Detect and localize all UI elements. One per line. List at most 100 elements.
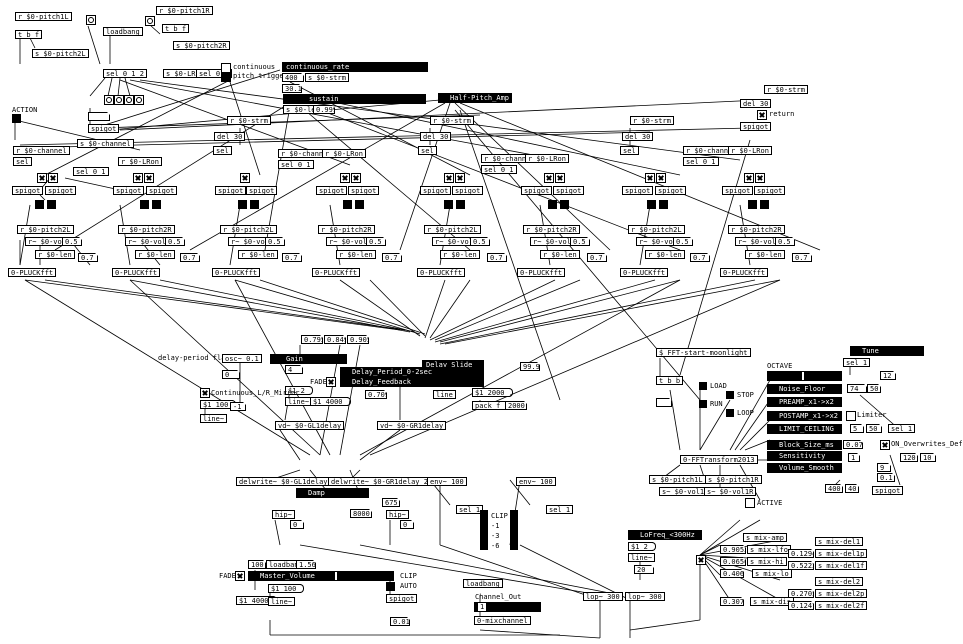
sel-1-object[interactable]: sel 1 <box>888 424 916 433</box>
noise-value[interactable]: 74 <box>847 384 867 393</box>
voice-bang-fill[interactable] <box>355 200 364 209</box>
pluck-object[interactable]: 0-PLUCKfft <box>517 268 566 277</box>
env-object[interactable]: env~ 100 <box>427 477 467 486</box>
value-001[interactable]: 0.01 <box>390 617 410 626</box>
voice-bang-fill[interactable] <box>659 200 668 209</box>
env-object[interactable]: env~ 100 <box>516 477 556 486</box>
s-pitch1l-object[interactable]: s $0-pitch1L <box>649 475 706 484</box>
s-strm-object[interactable]: s $0-strm <box>305 73 349 82</box>
value-07[interactable]: 0.7 <box>180 253 200 262</box>
value-50b[interactable]: 50 <box>866 424 882 433</box>
voice-toggle[interactable] <box>351 173 361 183</box>
r-len-object[interactable]: r $0-len <box>336 250 376 259</box>
value-0905[interactable]: 0.905 <box>347 335 369 344</box>
pluck-object[interactable]: 0-PLUCKfft <box>112 268 161 277</box>
value-0849[interactable]: 0.849 <box>324 335 346 344</box>
value-07[interactable]: 0.7 <box>78 253 98 262</box>
voice-toggle[interactable] <box>444 173 454 183</box>
octave-slider[interactable] <box>767 371 842 381</box>
sel-01-object[interactable]: sel 0 1 <box>683 157 719 166</box>
value-05[interactable]: 0.5 <box>265 237 285 246</box>
r-strm-object-3[interactable]: r $0-strm <box>630 116 674 125</box>
overwrite-toggle[interactable] <box>880 440 890 450</box>
voice-bang-fill[interactable] <box>647 200 656 209</box>
mix-value-1294[interactable]: 0.1294 <box>788 549 814 558</box>
r-pitch2l-object[interactable]: r $0-pitch2L <box>220 225 277 234</box>
s-vol1r-object[interactable]: s~ $0-vol1R <box>704 487 757 496</box>
r-len-object[interactable]: r $0-len <box>645 250 685 259</box>
return-toggle[interactable] <box>757 110 767 120</box>
s-pitch1r-object[interactable]: s $0-pitch1R <box>705 475 762 484</box>
r-pitch2r-object[interactable]: r $0-pitch2R <box>118 225 175 234</box>
action-toggle[interactable] <box>12 114 21 123</box>
voice-toggle[interactable] <box>744 173 754 183</box>
tune-slider[interactable]: Tune <box>850 346 924 356</box>
spigot-object[interactable]: spigot <box>521 186 553 195</box>
sel-bang-3[interactable] <box>124 95 134 105</box>
pluck-object[interactable]: 0-PLUCKfft <box>212 268 261 277</box>
voice-bang-fill[interactable] <box>343 200 352 209</box>
s1-100-message[interactable]: $1 100 <box>200 400 237 409</box>
voice-toggle[interactable] <box>455 173 465 183</box>
pitch1l-bang[interactable] <box>86 15 96 25</box>
spigot-object[interactable]: spigot <box>754 186 786 195</box>
r-strm-object-4[interactable]: r $0-strm <box>764 85 808 94</box>
s-pitch2r-object[interactable]: s $0-pitch2R <box>173 41 230 50</box>
sel-bang-4[interactable] <box>134 95 144 105</box>
spigot-object[interactable]: spigot <box>316 186 348 195</box>
r-strm-object-1[interactable]: r $0-strm <box>227 116 271 125</box>
sel-object[interactable]: sel <box>620 146 639 155</box>
mix-value-0656[interactable]: 0.0656 <box>720 557 746 566</box>
sel-bang-2[interactable] <box>114 95 124 105</box>
volume-smooth-slider[interactable]: Volume_Smooth <box>767 463 842 473</box>
voice-toggle[interactable] <box>555 173 565 183</box>
mixchannel-object[interactable]: 0-mixchannel <box>474 616 531 625</box>
r-pitch1r-object[interactable]: r $0-pitch1R <box>156 6 213 15</box>
continuous-rate-slider[interactable]: continuous_rate <box>282 62 428 72</box>
r-pitch2r-object[interactable]: r $0-pitch2R <box>318 225 375 234</box>
r-channel-object[interactable]: r $0-channel <box>13 146 70 155</box>
postamp-slider[interactable]: POSTAMP_x1->x2 <box>767 411 842 421</box>
hip-value[interactable]: 0 <box>290 520 304 529</box>
spigot-object[interactable]: spigot <box>113 186 145 195</box>
voice-toggle[interactable] <box>133 173 143 183</box>
mix-dis-object[interactable]: s mix-dis <box>750 597 794 606</box>
sel-object[interactable]: sel <box>213 146 232 155</box>
r-strm-object-2[interactable]: r $0-strm <box>430 116 474 125</box>
vd-gr-object[interactable]: vd~ $0-GR1delay <box>377 421 447 430</box>
mix-value-1247[interactable]: 0.1247 <box>788 601 814 610</box>
fade-toggle[interactable] <box>326 377 336 387</box>
voice-toggle[interactable] <box>37 173 47 183</box>
master-volume-slider[interactable]: Master_Volume <box>248 571 394 581</box>
block-value[interactable]: 0.07 <box>843 440 863 449</box>
spigot-object[interactable]: spigot <box>146 186 178 195</box>
sel-object[interactable]: sel <box>13 157 32 166</box>
voice-toggle[interactable] <box>48 173 58 183</box>
voice-toggle[interactable] <box>755 173 765 183</box>
pitch-trigger-toggle[interactable] <box>221 72 231 82</box>
mix-value-9053[interactable]: 0.9053 <box>720 545 746 554</box>
delay-feedback-slider[interactable]: Delay_Feedback <box>340 377 484 387</box>
sel-01-object[interactable]: sel 0 1 <box>73 167 109 176</box>
voice-bang-fill[interactable] <box>35 200 44 209</box>
pluck-object[interactable]: 0-PLUCKfft <box>8 268 57 277</box>
mix-lo-object[interactable]: s mix-lo <box>752 569 792 578</box>
mix-del1p-object[interactable]: s mix-del1p <box>815 549 868 558</box>
mix-value-5222[interactable]: 0.5222 <box>788 561 814 570</box>
value-0795[interactable]: 0.795 <box>301 335 323 344</box>
r-pitch2r-object[interactable]: r $0-pitch2R <box>728 225 785 234</box>
spigot-object-return[interactable]: spigot <box>740 122 772 131</box>
t-b-b-object[interactable]: t b b <box>656 376 684 385</box>
voice-bang-fill[interactable] <box>47 200 56 209</box>
r-pitch2l-object[interactable]: r $0-pitch2L <box>424 225 481 234</box>
mix-del1f-object[interactable]: s mix-del1f <box>815 561 868 570</box>
spigot-object[interactable]: spigot <box>553 186 585 195</box>
spigot-object[interactable]: spigot <box>45 186 77 195</box>
voice-toggle[interactable] <box>645 173 655 183</box>
s1-100-message[interactable]: $1 100 <box>268 584 305 593</box>
sel-1-object[interactable]: sel 1 <box>456 505 484 514</box>
r-lron-object[interactable]: r $0-LRon <box>525 154 569 163</box>
limiter-toggle[interactable] <box>846 411 856 421</box>
value-07[interactable]: 0.7 <box>690 253 710 262</box>
loadbang-object[interactable]: loadbang <box>103 27 143 36</box>
